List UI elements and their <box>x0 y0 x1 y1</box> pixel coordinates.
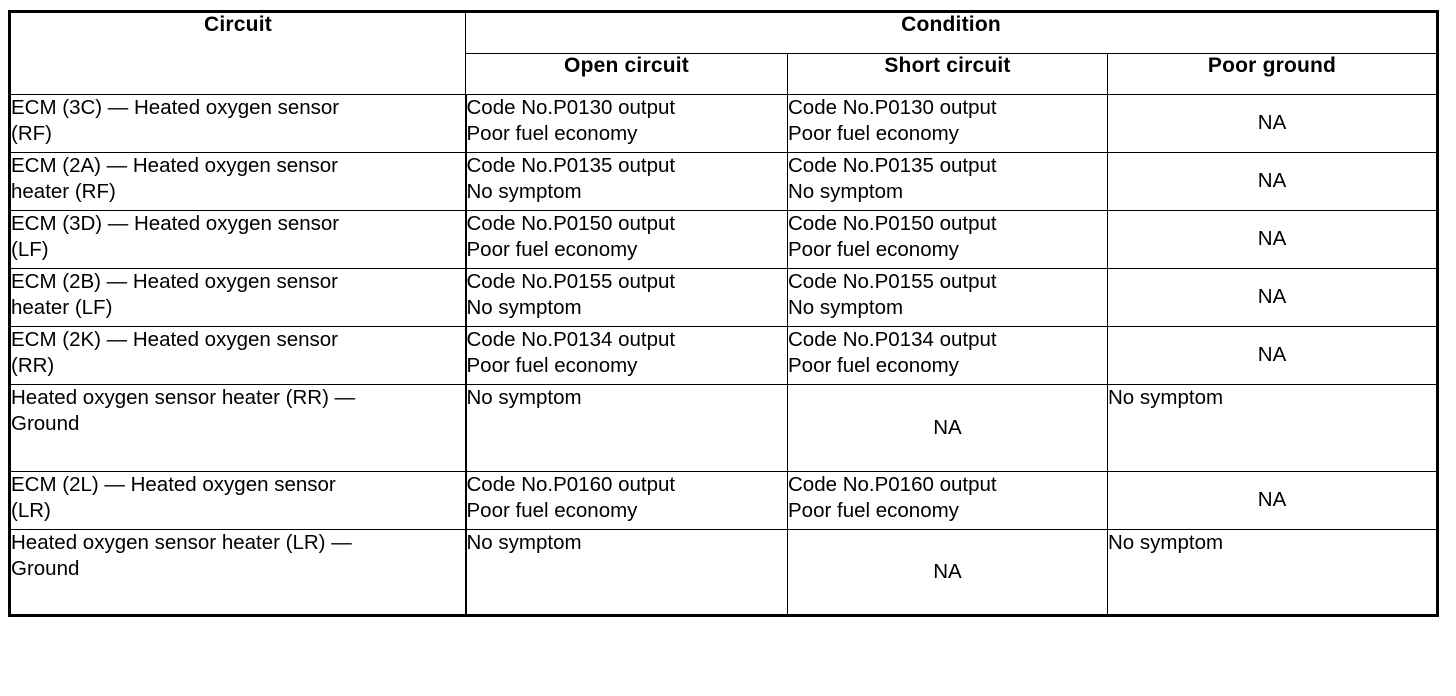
cell-open-circuit: Code No.P0134 output Poor fuel economy <box>465 326 788 385</box>
cell-short-circuit: NA <box>787 384 1108 472</box>
cell-open-circuit: Code No.P0135 output No symptom <box>465 152 788 211</box>
cell-poor-ground: NA <box>1106 152 1439 211</box>
cell-circuit: Heated oxygen sensor heater (LR) — Groun… <box>9 529 467 616</box>
table-row: ECM (2L) — Heated oxygen sensor (LR) Cod… <box>9 471 1439 530</box>
cell-poor-ground: NA <box>1106 471 1439 530</box>
header-row-primary: Circuit Condition <box>9 11 1439 95</box>
column-header-condition: Condition <box>464 11 1439 54</box>
cell-poor-ground: No symptom <box>1106 384 1439 472</box>
cell-poor-ground: No symptom <box>1106 529 1439 616</box>
table-row: ECM (2K) — Heated oxygen sensor (RR) Cod… <box>9 326 1439 385</box>
table-row: ECM (2A) — Heated oxygen sensor heater (… <box>9 152 1439 211</box>
cell-poor-ground: NA <box>1106 326 1439 385</box>
column-header-short-circuit: Short circuit <box>787 53 1108 95</box>
column-header-circuit: Circuit <box>9 11 466 95</box>
table-row: Heated oxygen sensor heater (RR) — Groun… <box>9 384 1439 472</box>
cell-circuit: ECM (2A) — Heated oxygen sensor heater (… <box>9 152 467 211</box>
table-row: ECM (3D) — Heated oxygen sensor (LF) Cod… <box>9 210 1439 269</box>
cell-circuit: ECM (3D) — Heated oxygen sensor (LF) <box>9 210 467 269</box>
cell-short-circuit: NA <box>787 529 1108 616</box>
cell-open-circuit: No symptom <box>465 529 788 616</box>
cell-circuit: ECM (2K) — Heated oxygen sensor (RR) <box>9 326 467 385</box>
cell-circuit: ECM (2B) — Heated oxygen sensor heater (… <box>9 268 467 327</box>
cell-short-circuit: Code No.P0155 output No symptom <box>787 268 1108 327</box>
cell-short-circuit: Code No.P0160 output Poor fuel economy <box>787 471 1108 530</box>
cell-open-circuit: Code No.P0150 output Poor fuel economy <box>465 210 788 269</box>
table-row: Heated oxygen sensor heater (LR) — Groun… <box>9 529 1439 616</box>
cell-poor-ground: NA <box>1106 94 1439 153</box>
cell-short-circuit: Code No.P0150 output Poor fuel economy <box>787 210 1108 269</box>
cell-circuit: ECM (2L) — Heated oxygen sensor (LR) <box>9 471 467 530</box>
cell-circuit: Heated oxygen sensor heater (RR) — Groun… <box>9 384 467 472</box>
cell-short-circuit: Code No.P0134 output Poor fuel economy <box>787 326 1108 385</box>
table-row: ECM (2B) — Heated oxygen sensor heater (… <box>9 268 1439 327</box>
cell-short-circuit: Code No.P0130 output Poor fuel economy <box>787 94 1108 153</box>
cell-open-circuit: No symptom <box>465 384 788 472</box>
cell-circuit: ECM (3C) — Heated oxygen sensor (RF) <box>9 94 467 153</box>
cell-open-circuit: Code No.P0160 output Poor fuel economy <box>465 471 788 530</box>
circuit-condition-table: Circuit Condition Open circuit Short cir… <box>8 10 1440 617</box>
table-header: Circuit Condition Open circuit Short cir… <box>9 11 1439 95</box>
column-header-open-circuit: Open circuit <box>465 53 788 95</box>
cell-open-circuit: Code No.P0130 output Poor fuel economy <box>465 94 788 153</box>
table-row: ECM (3C) — Heated oxygen sensor (RF) Cod… <box>9 94 1439 153</box>
cell-short-circuit: Code No.P0135 output No symptom <box>787 152 1108 211</box>
table-body: ECM (3C) — Heated oxygen sensor (RF) Cod… <box>9 94 1439 616</box>
cell-poor-ground: NA <box>1106 268 1439 327</box>
cell-open-circuit: Code No.P0155 output No symptom <box>465 268 788 327</box>
column-header-poor-ground: Poor ground <box>1106 53 1439 95</box>
cell-poor-ground: NA <box>1106 210 1439 269</box>
